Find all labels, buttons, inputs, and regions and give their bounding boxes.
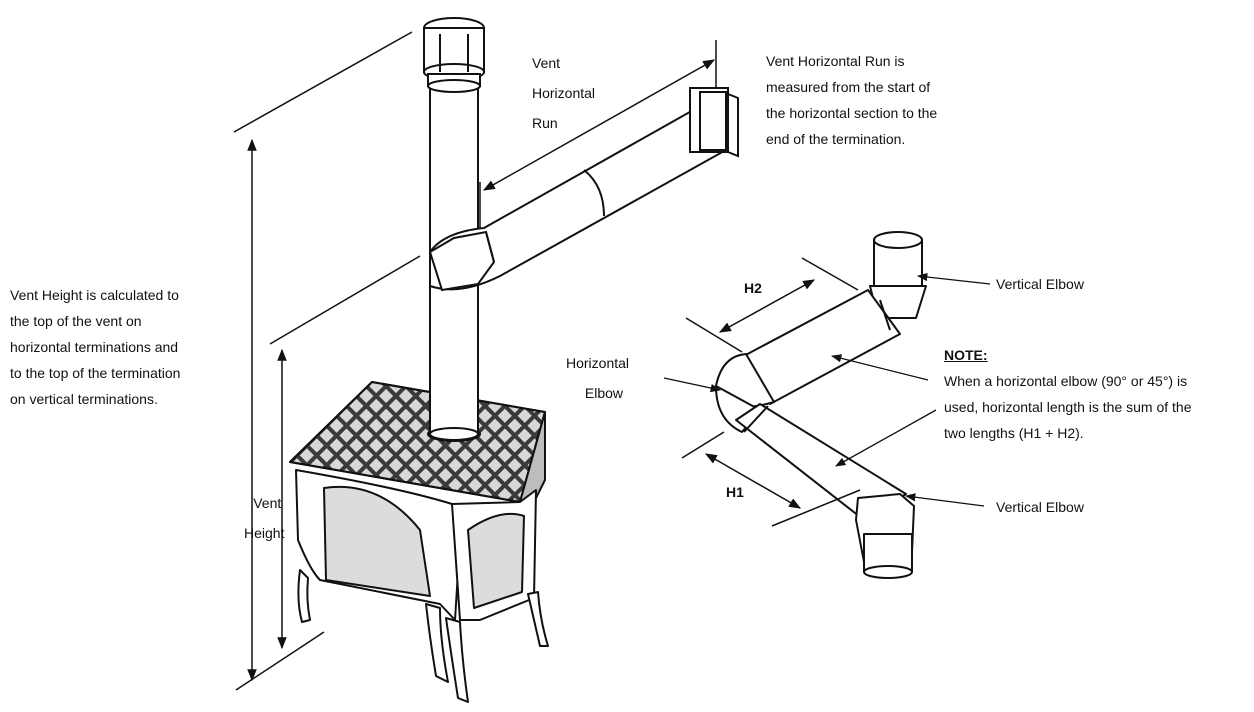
vent-pipe-horizontal <box>428 87 739 292</box>
vent-height-note-line: the top of the vent on <box>10 313 142 329</box>
vent-horizontal-run-note: Vent Horizontal Run is measured from the… <box>766 48 937 152</box>
elbow-assembly <box>715 231 927 579</box>
stove <box>289 381 549 703</box>
vent-horizontal-run-note-line: the horizontal section to the <box>766 105 938 121</box>
vertical-elbow-top-label: Vertical Elbow <box>996 276 1084 292</box>
vent-horizontal-run-label-line: Run <box>532 115 558 131</box>
elbow-dimensions <box>681 257 861 527</box>
vent-height-note-line: on vertical terminations. <box>10 391 158 407</box>
note-line: When a horizontal elbow (90° or 45°) is <box>944 373 1188 389</box>
note-line: two lengths (H1 + H2). <box>944 425 1084 441</box>
horizontal-elbow-label-line: Elbow <box>584 385 624 401</box>
note-block: NOTE: When a horizontal elbow (90° or 45… <box>944 342 1191 446</box>
horizontal-elbow-label-line: Horizontal <box>566 355 630 371</box>
vent-height-note: Vent Height is calculated to the top of … <box>10 282 180 412</box>
vent-height-label: Vent Height <box>244 488 284 548</box>
vent-horizontal-run-note-line: Vent Horizontal Run is <box>766 53 905 69</box>
vent-horizontal-run-label-line: Horizontal <box>532 85 596 101</box>
vent-horizontal-run-label-line: Vent <box>532 55 561 71</box>
vent-height-dimension <box>233 31 421 691</box>
vent-horizontal-run-note-line: end of the termination. <box>766 131 906 147</box>
vertical-elbow-bottom-label: Vertical Elbow <box>996 499 1084 515</box>
leader-arrows <box>663 272 991 507</box>
note-heading: NOTE: <box>944 347 988 363</box>
vent-height-note-line: horizontal terminations and <box>10 339 179 355</box>
vent-height-note-line: to the top of the termination <box>10 365 181 381</box>
h1-label: H1 <box>726 484 744 500</box>
horizontal-elbow-label: Horizontal Elbow <box>566 348 629 408</box>
vent-height-note-line: Vent Height is calculated to <box>10 287 179 303</box>
vent-horizontal-run-label: Vent Horizontal Run <box>532 48 595 138</box>
vent-horizontal-run-dimension <box>479 40 717 232</box>
h2-label: H2 <box>744 280 762 296</box>
vent-horizontal-run-note-line: measured from the start of <box>766 79 931 95</box>
note-line: used, horizontal length is the sum of th… <box>944 399 1192 415</box>
vent-height-label-line: Vent <box>253 495 282 511</box>
vent-height-label-line: Height <box>244 525 285 541</box>
